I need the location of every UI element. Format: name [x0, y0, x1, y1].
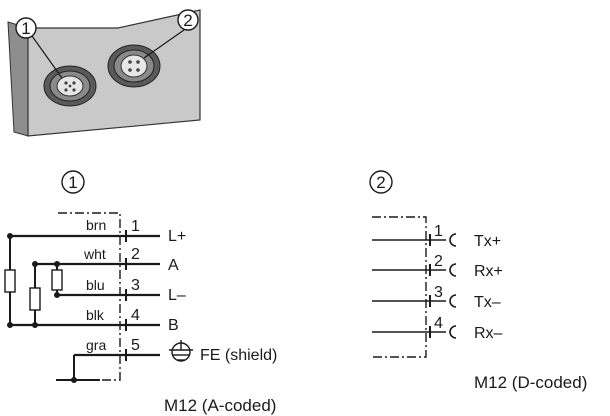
wire-label-pin5: gra	[86, 337, 106, 353]
signal-label-pin1: L+	[168, 228, 186, 245]
pin-number-5: 5	[131, 337, 140, 354]
callout-1: 1	[15, 17, 37, 39]
callout-2: 2	[177, 9, 199, 31]
device-panel-illustration	[7, 9, 201, 137]
resistor-2	[29, 287, 41, 311]
pin-number-1: 1	[131, 218, 140, 235]
junction-dots	[7, 233, 77, 383]
callout-2-label: 2	[183, 11, 192, 30]
functional-earth-icon	[169, 340, 193, 362]
d-pin-number-3: 3	[434, 284, 443, 301]
connector-2-photo	[107, 44, 161, 88]
signal-label-pin2: A	[168, 257, 179, 274]
d-signal-label-pin2: Rx+	[474, 263, 503, 280]
d-pin-number-4: 4	[434, 315, 443, 332]
d-signal-label-pin4: Rx–	[474, 325, 503, 342]
caption-a-coded: M12 (A-coded)	[164, 396, 276, 415]
resistor-3	[51, 269, 63, 291]
d-signal-label-pin1: Tx+	[474, 233, 501, 250]
signal-label-pin3: L–	[168, 287, 186, 304]
pin-number-2: 2	[131, 246, 140, 263]
d-signal-label-pin3: Tx–	[474, 294, 501, 311]
pin-number-4: 4	[131, 307, 140, 324]
wire-label-pin3: blu	[86, 277, 105, 293]
section-marker-2: 2	[369, 170, 393, 194]
pin-number-3: 3	[131, 277, 140, 294]
connector-1-photo	[43, 65, 97, 107]
d-pin-number-2: 2	[434, 253, 443, 270]
wire-label-pin4: blk	[86, 307, 105, 323]
termination-resistors	[4, 269, 63, 311]
callout-1-label: 1	[21, 19, 30, 38]
section-marker-1: 1	[61, 170, 85, 194]
wire-label-pin1: brn	[86, 217, 106, 233]
wire-label-pin2: wht	[83, 246, 106, 262]
d-coded-wiring	[372, 216, 457, 358]
d-pin-number-1: 1	[434, 223, 443, 240]
resistor-1	[4, 269, 16, 293]
signal-label-pin4: B	[168, 317, 179, 334]
section-marker-2-label: 2	[376, 173, 385, 192]
signal-label-pin5: FE (shield)	[200, 347, 277, 364]
caption-d-coded: M12 (D-coded)	[474, 373, 587, 392]
section-marker-1-label: 1	[68, 173, 77, 192]
